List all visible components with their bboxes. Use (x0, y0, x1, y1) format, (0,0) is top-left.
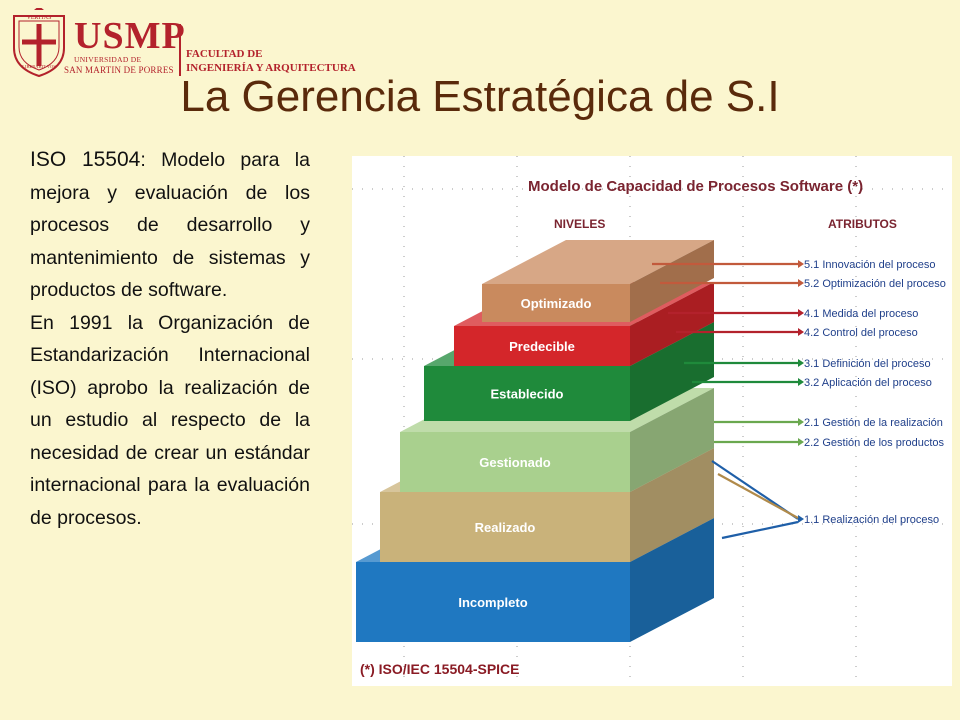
attributes-heading: ATRIBUTOS (828, 217, 897, 231)
process-capability-diagram: Modelo de Capacidad de Procesos Software… (352, 156, 952, 686)
arrow-head (798, 328, 804, 336)
level-front-face (380, 492, 630, 562)
slide-title: La Gerencia Estratégica de S.I (180, 72, 780, 121)
arrow-head (798, 279, 804, 287)
level-side-face (630, 518, 714, 642)
logo-divider (179, 24, 181, 76)
attribute-label: 5.1 Innovación del proceso (804, 259, 935, 271)
attribute-arrows (652, 260, 804, 540)
level-label: Establecido (491, 387, 564, 402)
university-seal-icon: VERITAS LIBERABIT VOS (13, 8, 65, 78)
level-side-face (630, 388, 714, 492)
arrow-head (798, 359, 804, 367)
attribute-label: 3.2 Aplicación del proceso (804, 377, 932, 389)
level-label: Incompleto (458, 595, 527, 610)
attribute-arrow (721, 520, 799, 540)
level-optimizado: Optimizado (482, 240, 714, 322)
iso-lead: ISO 15504 (30, 148, 141, 171)
attribute-label: 3.1 Definición del proceso (804, 358, 931, 370)
level-label: Optimizado (521, 296, 592, 311)
usmp-logo: VERITAS LIBERABIT VOS USMP UNIVERSIDAD D… (8, 8, 368, 80)
paragraph-history: En 1991 la Organización de Estandarizaci… (30, 311, 310, 529)
diagram-title: Modelo de Capacidad de Procesos Software… (528, 178, 863, 195)
arrow-head (798, 438, 804, 446)
pyramid-svg: Modelo de Capacidad de Procesos Software… (352, 156, 952, 686)
levels-heading: NIVELES (554, 217, 605, 231)
arrow-head (798, 260, 804, 268)
attribute-arrow (717, 473, 799, 519)
level-label: Predecible (509, 339, 575, 354)
level-side-face (630, 448, 714, 562)
level-side-face (630, 282, 714, 366)
iso-description: : Modelo para la mejora y evaluación de … (30, 149, 310, 301)
attribute-label: 2.2 Gestión de los productos (804, 437, 945, 449)
attribute-label: 1.1 Realización del proceso (804, 514, 939, 526)
level-label: Gestionado (479, 455, 551, 470)
faculty-line-1: FACULTAD DE (186, 48, 263, 60)
arrow-head (798, 378, 804, 386)
attribute-label: 4.1 Medida del proceso (804, 308, 918, 320)
level-front-face (356, 562, 630, 642)
attribute-label: 4.2 Control del proceso (804, 327, 918, 339)
pyramid-levels: Incompleto Realizado Gestionado Establecido… (356, 240, 714, 642)
level-front-face (424, 366, 630, 421)
diagram-footnote: (*) ISO/IEC 15504-SPICE (360, 661, 520, 677)
attribute-labels: 5.1 Innovación del proceso 5.2 Optimizaci… (804, 259, 946, 526)
arrow-head (798, 418, 804, 426)
slide-body-text: ISO 15504: Modelo para la mejora y evalu… (30, 144, 310, 534)
seal-top-text: VERITAS (27, 15, 52, 21)
level-side-face (630, 240, 714, 322)
level-side-face (630, 322, 714, 421)
level-top-face (482, 240, 714, 284)
level-front-face (400, 432, 630, 492)
arrow-head (798, 515, 804, 523)
logo-wordmark: USMP (74, 15, 186, 57)
attribute-label: 5.2 Optimización del proceso (804, 278, 946, 290)
level-front-face (482, 284, 630, 322)
logo-subtitle: UNIVERSIDAD DE (74, 55, 142, 64)
logo-university-name: SAN MARTIN DE PORRES (64, 65, 174, 75)
attribute-label: 2.1 Gestión de la realización (804, 417, 943, 429)
paragraph-iso: ISO 15504: Modelo para la mejora y evalu… (30, 144, 310, 307)
level-front-face (454, 326, 630, 366)
faculty-line-2: INGENIERÍA Y ARQUITECTURA (186, 62, 356, 74)
arrow-head (798, 309, 804, 317)
level-label: Realizado (475, 520, 536, 535)
seal-bottom-text: LIBERABIT VOS (22, 64, 56, 69)
